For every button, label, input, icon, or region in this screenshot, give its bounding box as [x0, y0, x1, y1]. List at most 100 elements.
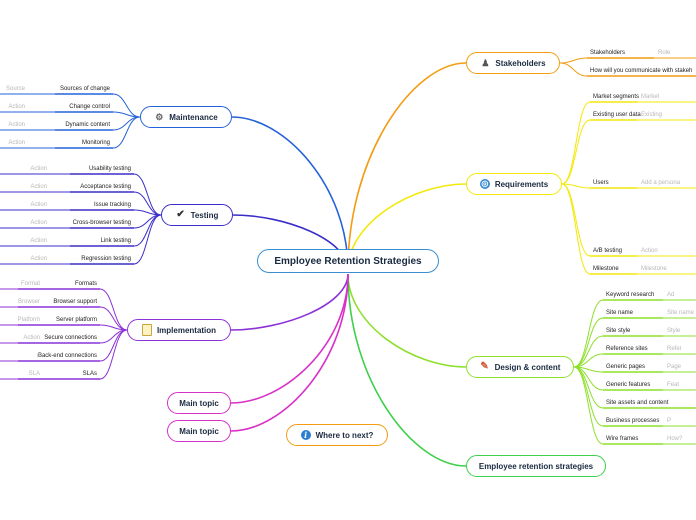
subtopic-detail[interactable]: Ad	[667, 292, 675, 298]
subtopic-item[interactable]: Formats	[74, 281, 97, 287]
subtopic-detail[interactable]: Source	[5, 86, 25, 92]
connector	[573, 317, 604, 368]
subtopic-detail[interactable]: SLA	[28, 371, 40, 377]
subtopic-item[interactable]: Usability testing	[88, 166, 131, 172]
subtopic-detail[interactable]: P	[667, 418, 672, 424]
subtopic-item[interactable]: Wire frames	[606, 436, 639, 442]
subtopic-detail[interactable]: Style	[667, 328, 681, 334]
subtopic-detail[interactable]: Feat	[667, 382, 680, 388]
subtopic-item[interactable]: Site assets and content	[606, 400, 669, 406]
topic-where-to-next[interactable]: i Where to next?	[286, 424, 388, 446]
subtopic-detail[interactable]: e	[36, 353, 40, 359]
connector	[231, 116, 349, 271]
subtopic-item[interactable]: Business processes	[606, 418, 660, 424]
subtopic-item[interactable]: Existing user data	[593, 112, 641, 118]
connector	[573, 299, 604, 368]
subtopic-detail[interactable]: Browser	[17, 299, 40, 305]
subtopic-item[interactable]: Users	[593, 180, 609, 186]
connector	[347, 273, 467, 368]
subtopic-detail[interactable]: Market	[641, 94, 660, 100]
topic-employee-retention-strategies-label: Employee retention strategies	[478, 461, 594, 471]
connector	[573, 366, 604, 409]
subtopic-item[interactable]: Regression testing	[81, 256, 131, 262]
subtopic-item[interactable]: Cross-browser testing	[72, 220, 131, 226]
subtopic-detail[interactable]: Action	[30, 166, 47, 172]
subtopic-item[interactable]: Monitoring	[81, 140, 110, 146]
subtopic-detail[interactable]: Role	[658, 50, 671, 56]
subtopic-item[interactable]: Reference sites	[606, 346, 648, 352]
info-icon: i	[300, 430, 311, 440]
topic-main-1[interactable]: Main topic	[167, 392, 231, 414]
connector	[112, 116, 141, 149]
subtopic-item[interactable]: Generic pages	[606, 364, 646, 370]
topic-main-2[interactable]: Main topic	[167, 420, 231, 442]
subtopic-detail[interactable]: Existing	[641, 112, 663, 118]
connector	[573, 366, 604, 427]
paintbrush-icon: ✎	[480, 361, 489, 372]
subtopic-item[interactable]: Back-end connections	[37, 353, 97, 359]
subtopic-item[interactable]: Market segments	[593, 94, 640, 100]
connector	[561, 183, 591, 257]
subtopic-detail[interactable]: Action	[30, 202, 47, 208]
subtopic-detail[interactable]: Action	[30, 220, 47, 226]
connector	[559, 62, 588, 77]
subtopic-item[interactable]: Dynamic content	[65, 122, 110, 128]
central-topic[interactable]: Employee Retention Strategies	[257, 249, 439, 273]
subtopic-detail[interactable]: Action	[30, 238, 47, 244]
connector	[230, 273, 349, 404]
subtopic-item[interactable]: Server platform	[55, 317, 97, 323]
subtopic-item[interactable]: Issue tracking	[93, 202, 131, 208]
topic-maintenance-label: Maintenance	[169, 112, 218, 122]
topic-testing-label: Testing	[190, 210, 219, 220]
subtopic-detail[interactable]: Refer	[667, 346, 682, 352]
topic-testing[interactable]: ✔ Testing	[161, 204, 233, 226]
connector	[99, 306, 128, 331]
subtopic-detail[interactable]: Platform	[17, 317, 40, 323]
subtopic-detail[interactable]: Action	[8, 140, 25, 146]
subtopic-detail[interactable]: Site name	[667, 310, 695, 316]
subtopic-item[interactable]: Link testing	[100, 238, 131, 244]
subtopic-detail[interactable]: Action	[30, 256, 47, 262]
wrench-icon: ⚙	[155, 112, 164, 122]
topic-design-content-label: Design & content	[494, 362, 561, 372]
connector	[561, 183, 591, 189]
subtopic-item[interactable]: Browser support	[53, 299, 97, 305]
subtopic-item[interactable]: Secure connections	[44, 335, 97, 341]
subtopic-detail[interactable]: Action	[641, 248, 658, 254]
connector	[347, 273, 467, 467]
topic-employee-retention-strategies[interactable]: Employee retention strategies	[466, 455, 606, 477]
connector	[347, 62, 467, 271]
subtopic-item[interactable]: Milestone	[593, 266, 619, 272]
subtopic-detail[interactable]: Format	[20, 281, 40, 287]
connector	[133, 191, 162, 216]
subtopic-item[interactable]: Site name	[606, 310, 634, 316]
subtopic-item[interactable]: Generic features	[606, 382, 651, 388]
subtopic-detail[interactable]: Page	[667, 364, 682, 370]
subtopic-item[interactable]: How will you communicate with stakeh	[590, 68, 693, 74]
subtopic-item[interactable]: Acceptance testing	[80, 184, 131, 190]
topic-where-to-next-label: Where to next?	[315, 430, 374, 440]
subtopic-detail[interactable]: Add a persona	[641, 180, 681, 186]
subtopic-item[interactable]: Stakeholders	[590, 50, 626, 56]
topic-design-content[interactable]: ✎ Design & content	[466, 356, 574, 378]
subtopic-item[interactable]: Change control	[69, 104, 110, 110]
subtopic-detail[interactable]: Action	[8, 104, 25, 110]
connector	[559, 57, 588, 64]
subtopic-item[interactable]: Sources of change	[59, 86, 110, 92]
topic-implementation[interactable]: Implementation	[127, 319, 231, 341]
connector	[561, 119, 591, 185]
connector	[230, 273, 349, 331]
subtopic-item[interactable]: Keyword research	[606, 292, 655, 298]
subtopic-detail[interactable]: Action	[8, 122, 25, 128]
topic-requirements[interactable]: ◎ Requirements	[466, 173, 562, 195]
subtopic-item[interactable]: Site style	[606, 328, 631, 334]
subtopic-item[interactable]: SLAs	[82, 371, 97, 377]
subtopic-item[interactable]: A/B testing	[593, 248, 623, 254]
subtopic-detail[interactable]: Action	[30, 184, 47, 190]
topic-stakeholders[interactable]: ♟ Stakeholders	[466, 52, 560, 74]
subtopic-detail[interactable]: How?	[667, 436, 683, 442]
topic-maintenance[interactable]: ⚙ Maintenance	[140, 106, 232, 128]
subtopic-detail[interactable]: Action	[23, 335, 40, 341]
subtopic-detail[interactable]: Milestone	[641, 266, 667, 272]
